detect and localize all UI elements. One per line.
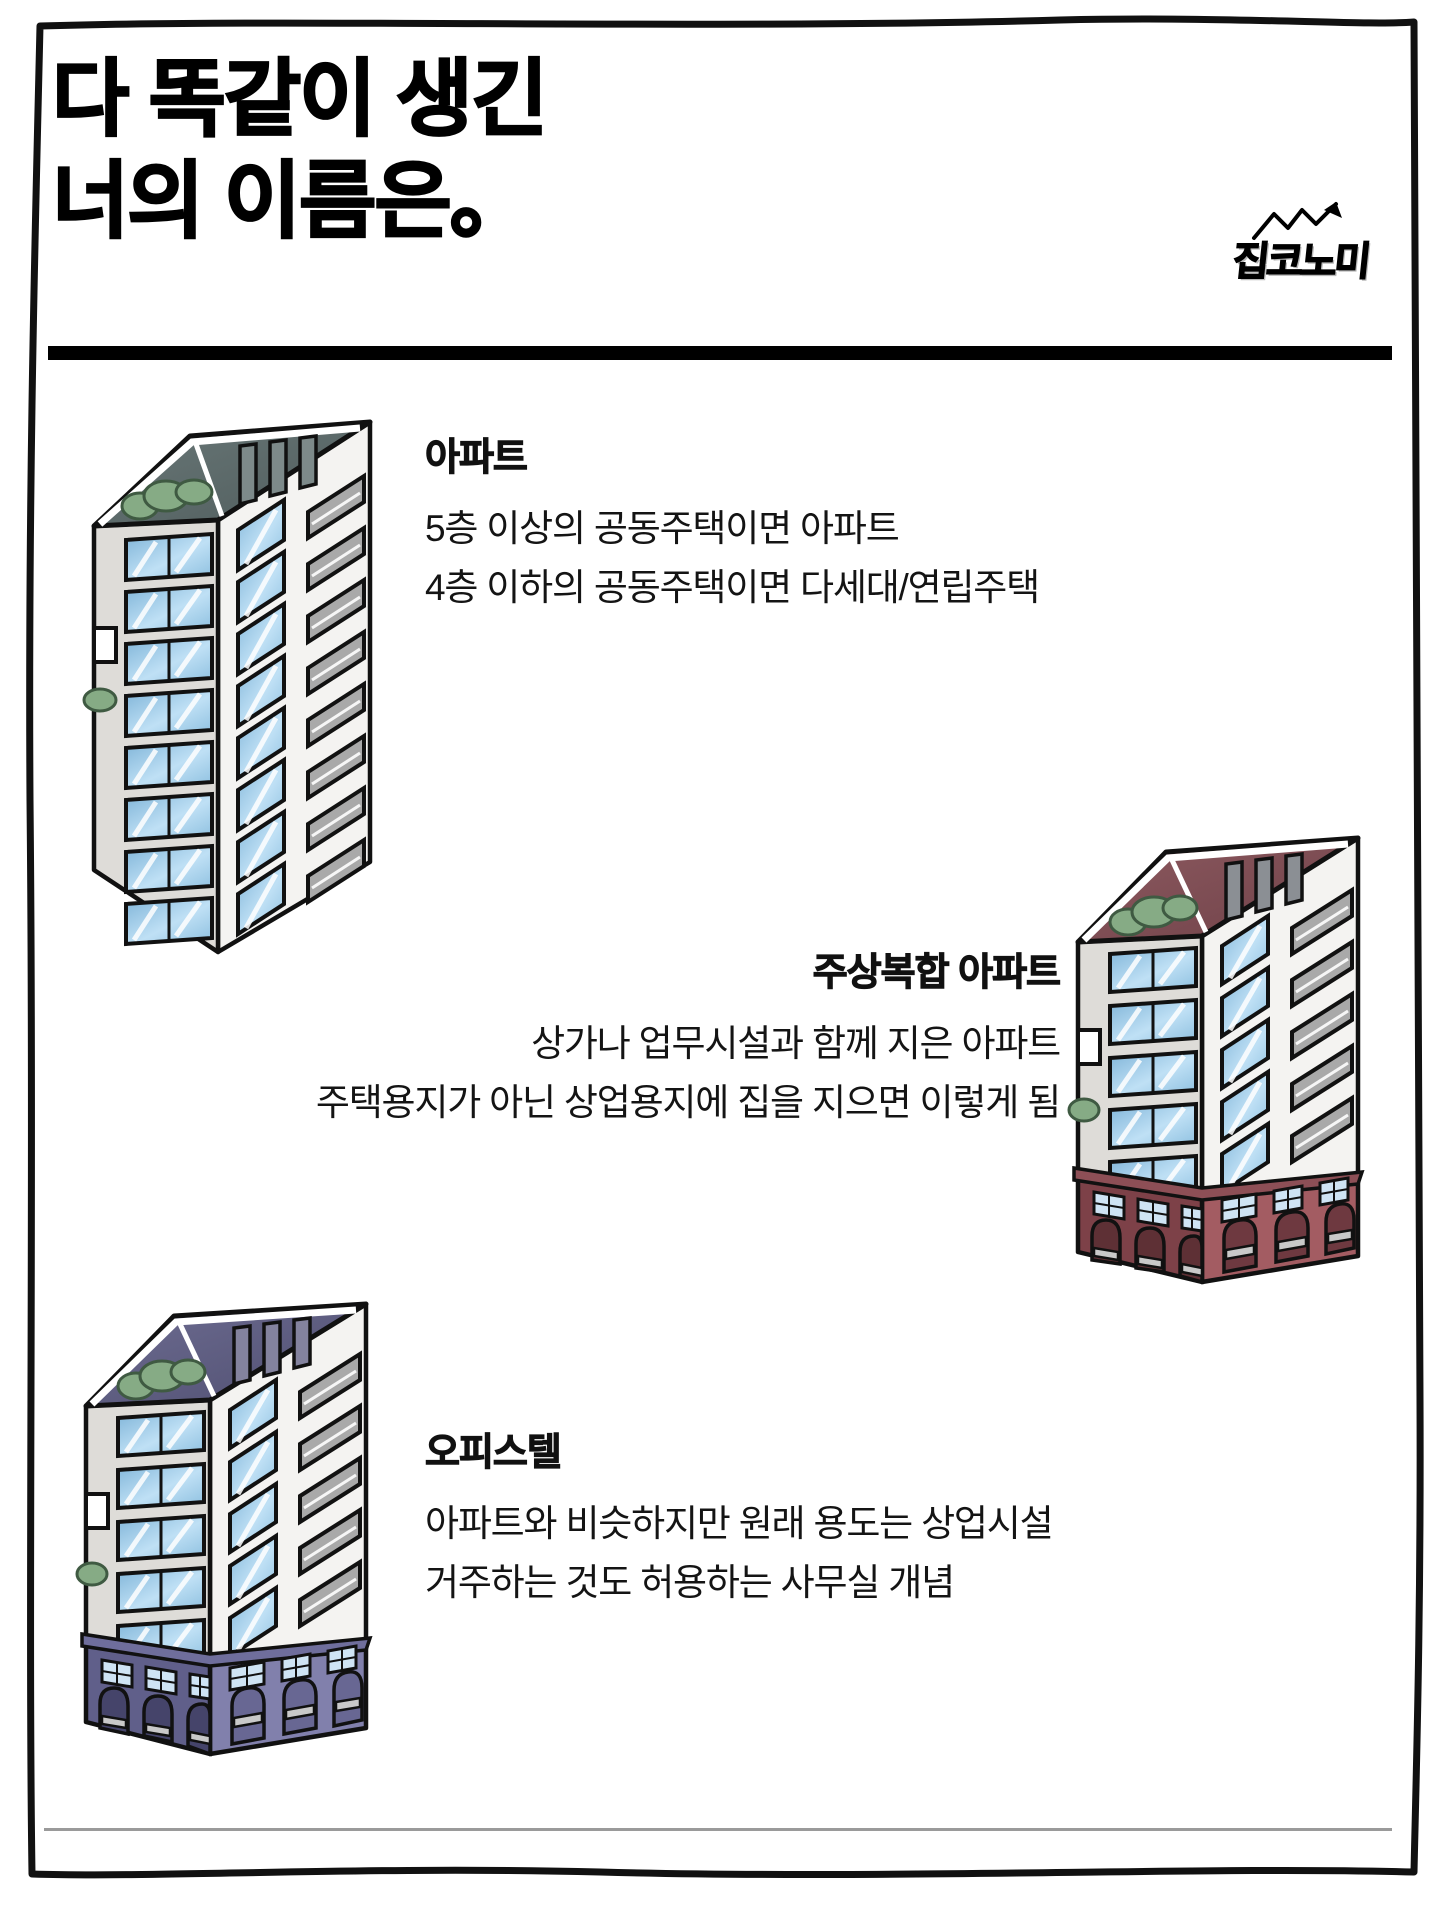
apartment-line-2: 4층 이하의 공동주택이면 다세대/연립주택 (425, 567, 1040, 609)
mixed-use-heading: 주상복합 아파트 (812, 951, 1061, 994)
footer-rule (44, 1828, 1392, 1831)
officetel-line-2: 거주하는 것도 허용하는 사무실 개념 (425, 1562, 955, 1604)
title-line-1: 다 똑같이 생긴 (51, 51, 550, 147)
officetel-line-1: 아파트와 비슷하지만 원래 용도는 상업시설 (425, 1502, 1054, 1544)
section-mixed-use: 주상복합 아파트 상가나 업무시설과 함께 지은 아파트 주택용지가 아닌 상업… (0, 820, 1440, 1306)
section-officetel: 오피스텔 아파트와 비슷하지만 원래 용도는 상업시설 거주하는 것도 허용하는… (0, 1286, 1440, 1790)
apartment-heading: 아파트 (424, 436, 528, 479)
officetel-building-illustration (58, 1286, 398, 1790)
mixed-use-line-1: 상가나 업무시설과 함께 지은 아파트 (531, 1022, 1061, 1064)
officetel-text-block: 오피스텔 아파트와 비슷하지만 원래 용도는 상업시설 거주하는 것도 허용하는… (424, 1430, 1365, 1613)
officetel-heading: 오피스텔 (424, 1431, 562, 1474)
header-divider (48, 346, 1392, 360)
mixed-use-text-block: 주상복합 아파트 상가나 업무시설과 함께 지은 아파트 주택용지가 아닌 상업… (50, 950, 1062, 1133)
mixed-use-building-illustration (1050, 820, 1390, 1310)
mixed-use-line-2: 주택용지가 아닌 상업용지에 집을 지으면 이렇게 됨 (315, 1082, 1061, 1124)
header: 다 똑같이 생긴 너의 이름은。 집코노미 (0, 0, 1440, 368)
apartment-line-1: 5층 이상의 공동주택이면 아파트 (425, 507, 900, 549)
logo-wordmark: 집코노미 (1230, 239, 1371, 284)
page-title: 다 똑같이 생긴 너의 이름은。 (51, 48, 952, 253)
apartment-text-block: 아파트 5층 이상의 공동주택이면 아파트 4층 이하의 공동주택이면 다세대/… (424, 435, 1305, 618)
title-line-2: 너의 이름은。 (51, 153, 535, 249)
brand-logo[interactable]: 집코노미 (1176, 198, 1371, 285)
